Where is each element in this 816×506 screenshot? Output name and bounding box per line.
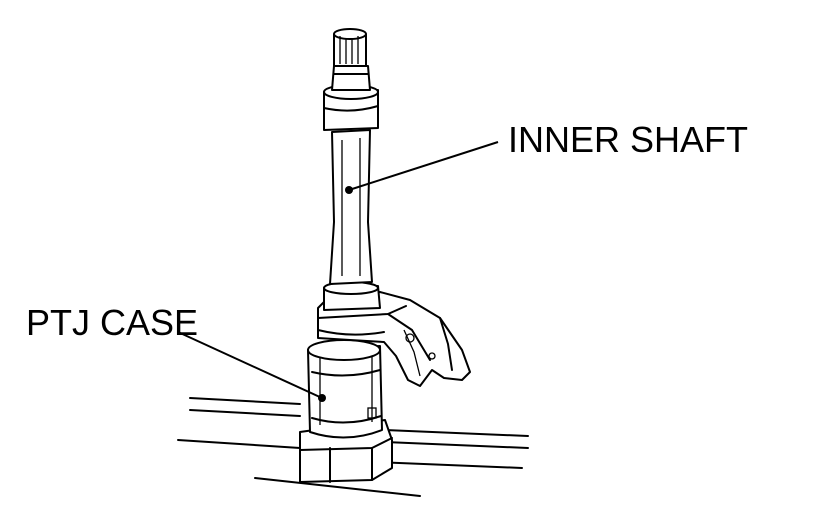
ptj-case-body [307,339,383,439]
inner-shaft-label: INNER SHAFT [508,119,749,160]
inner-shaft [323,28,381,311]
base-rails [177,397,529,497]
ptj-case-label: PTJ CASE [26,302,199,343]
inner-shaft-leader-line [348,141,499,191]
yoke-bracket [317,291,471,387]
ptj-case-leader-line [177,331,323,399]
